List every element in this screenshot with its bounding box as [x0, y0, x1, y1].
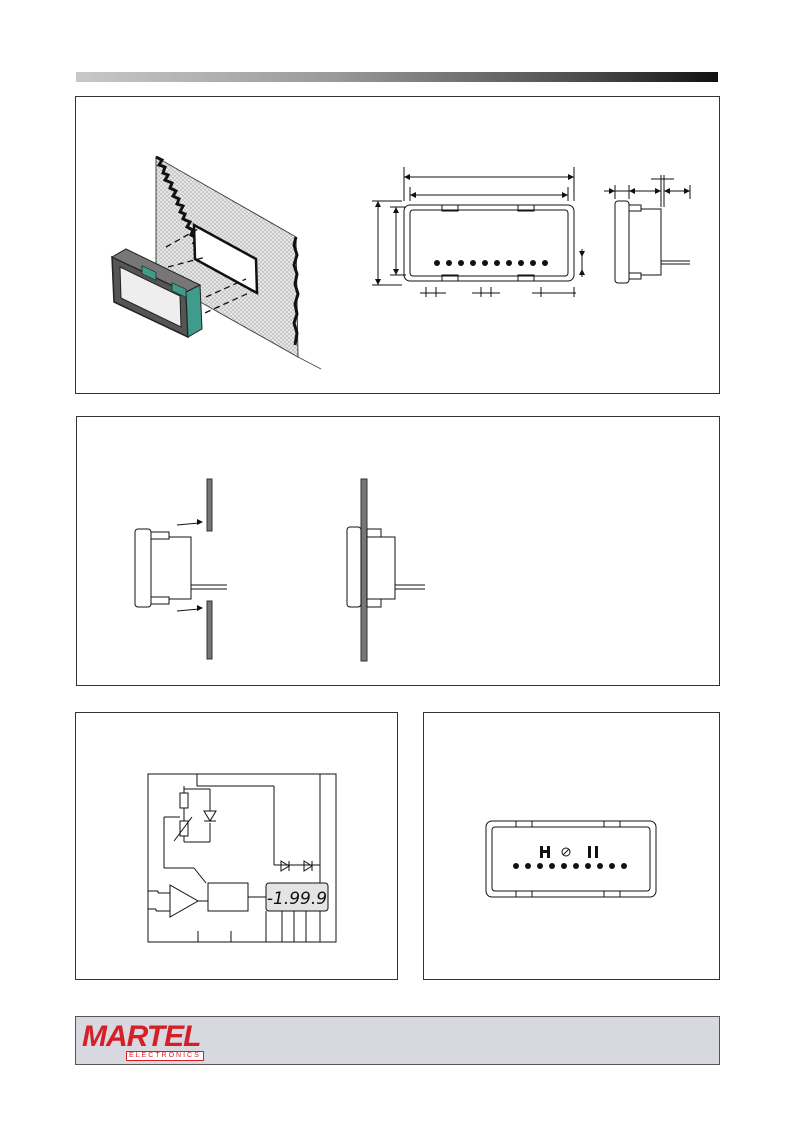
arrowheads [375, 174, 585, 285]
rear-view-drawing [485, 820, 657, 898]
rear-view-links [540, 846, 598, 858]
lcd-display [265, 882, 329, 912]
block-diagram-panel: -1.99.9 [75, 712, 398, 980]
mounting-dimensions-drawing [110, 155, 691, 370]
meter-isometric [110, 248, 203, 339]
front-dimension-view-pins [434, 260, 548, 266]
mounting-dimensions-panel [75, 96, 720, 394]
rear-view-panel [423, 712, 720, 980]
rear-view-pins [513, 863, 627, 869]
front-dimension-view [372, 167, 583, 297]
header-gradient-bar [76, 72, 718, 82]
logo-subtext: ELECTRONICS [126, 1051, 204, 1061]
installation-drawing [134, 478, 425, 662]
step-insert-meter [134, 478, 227, 660]
installation-panel [76, 416, 720, 686]
block-diagram: -1.99.9 [147, 773, 337, 943]
footer-bar: MARTEL ELECTRONICS [75, 1016, 720, 1065]
logo-wordmark: MARTEL [82, 1020, 201, 1053]
panel-wall-isometric [155, 155, 322, 370]
martel-logo: MARTEL ELECTRONICS [82, 1021, 210, 1061]
step-meter-fitted [346, 478, 425, 662]
projection-lines [165, 228, 252, 318]
side-dimension-view [604, 175, 691, 284]
lcd-reading: -1.99.9 [267, 889, 327, 909]
